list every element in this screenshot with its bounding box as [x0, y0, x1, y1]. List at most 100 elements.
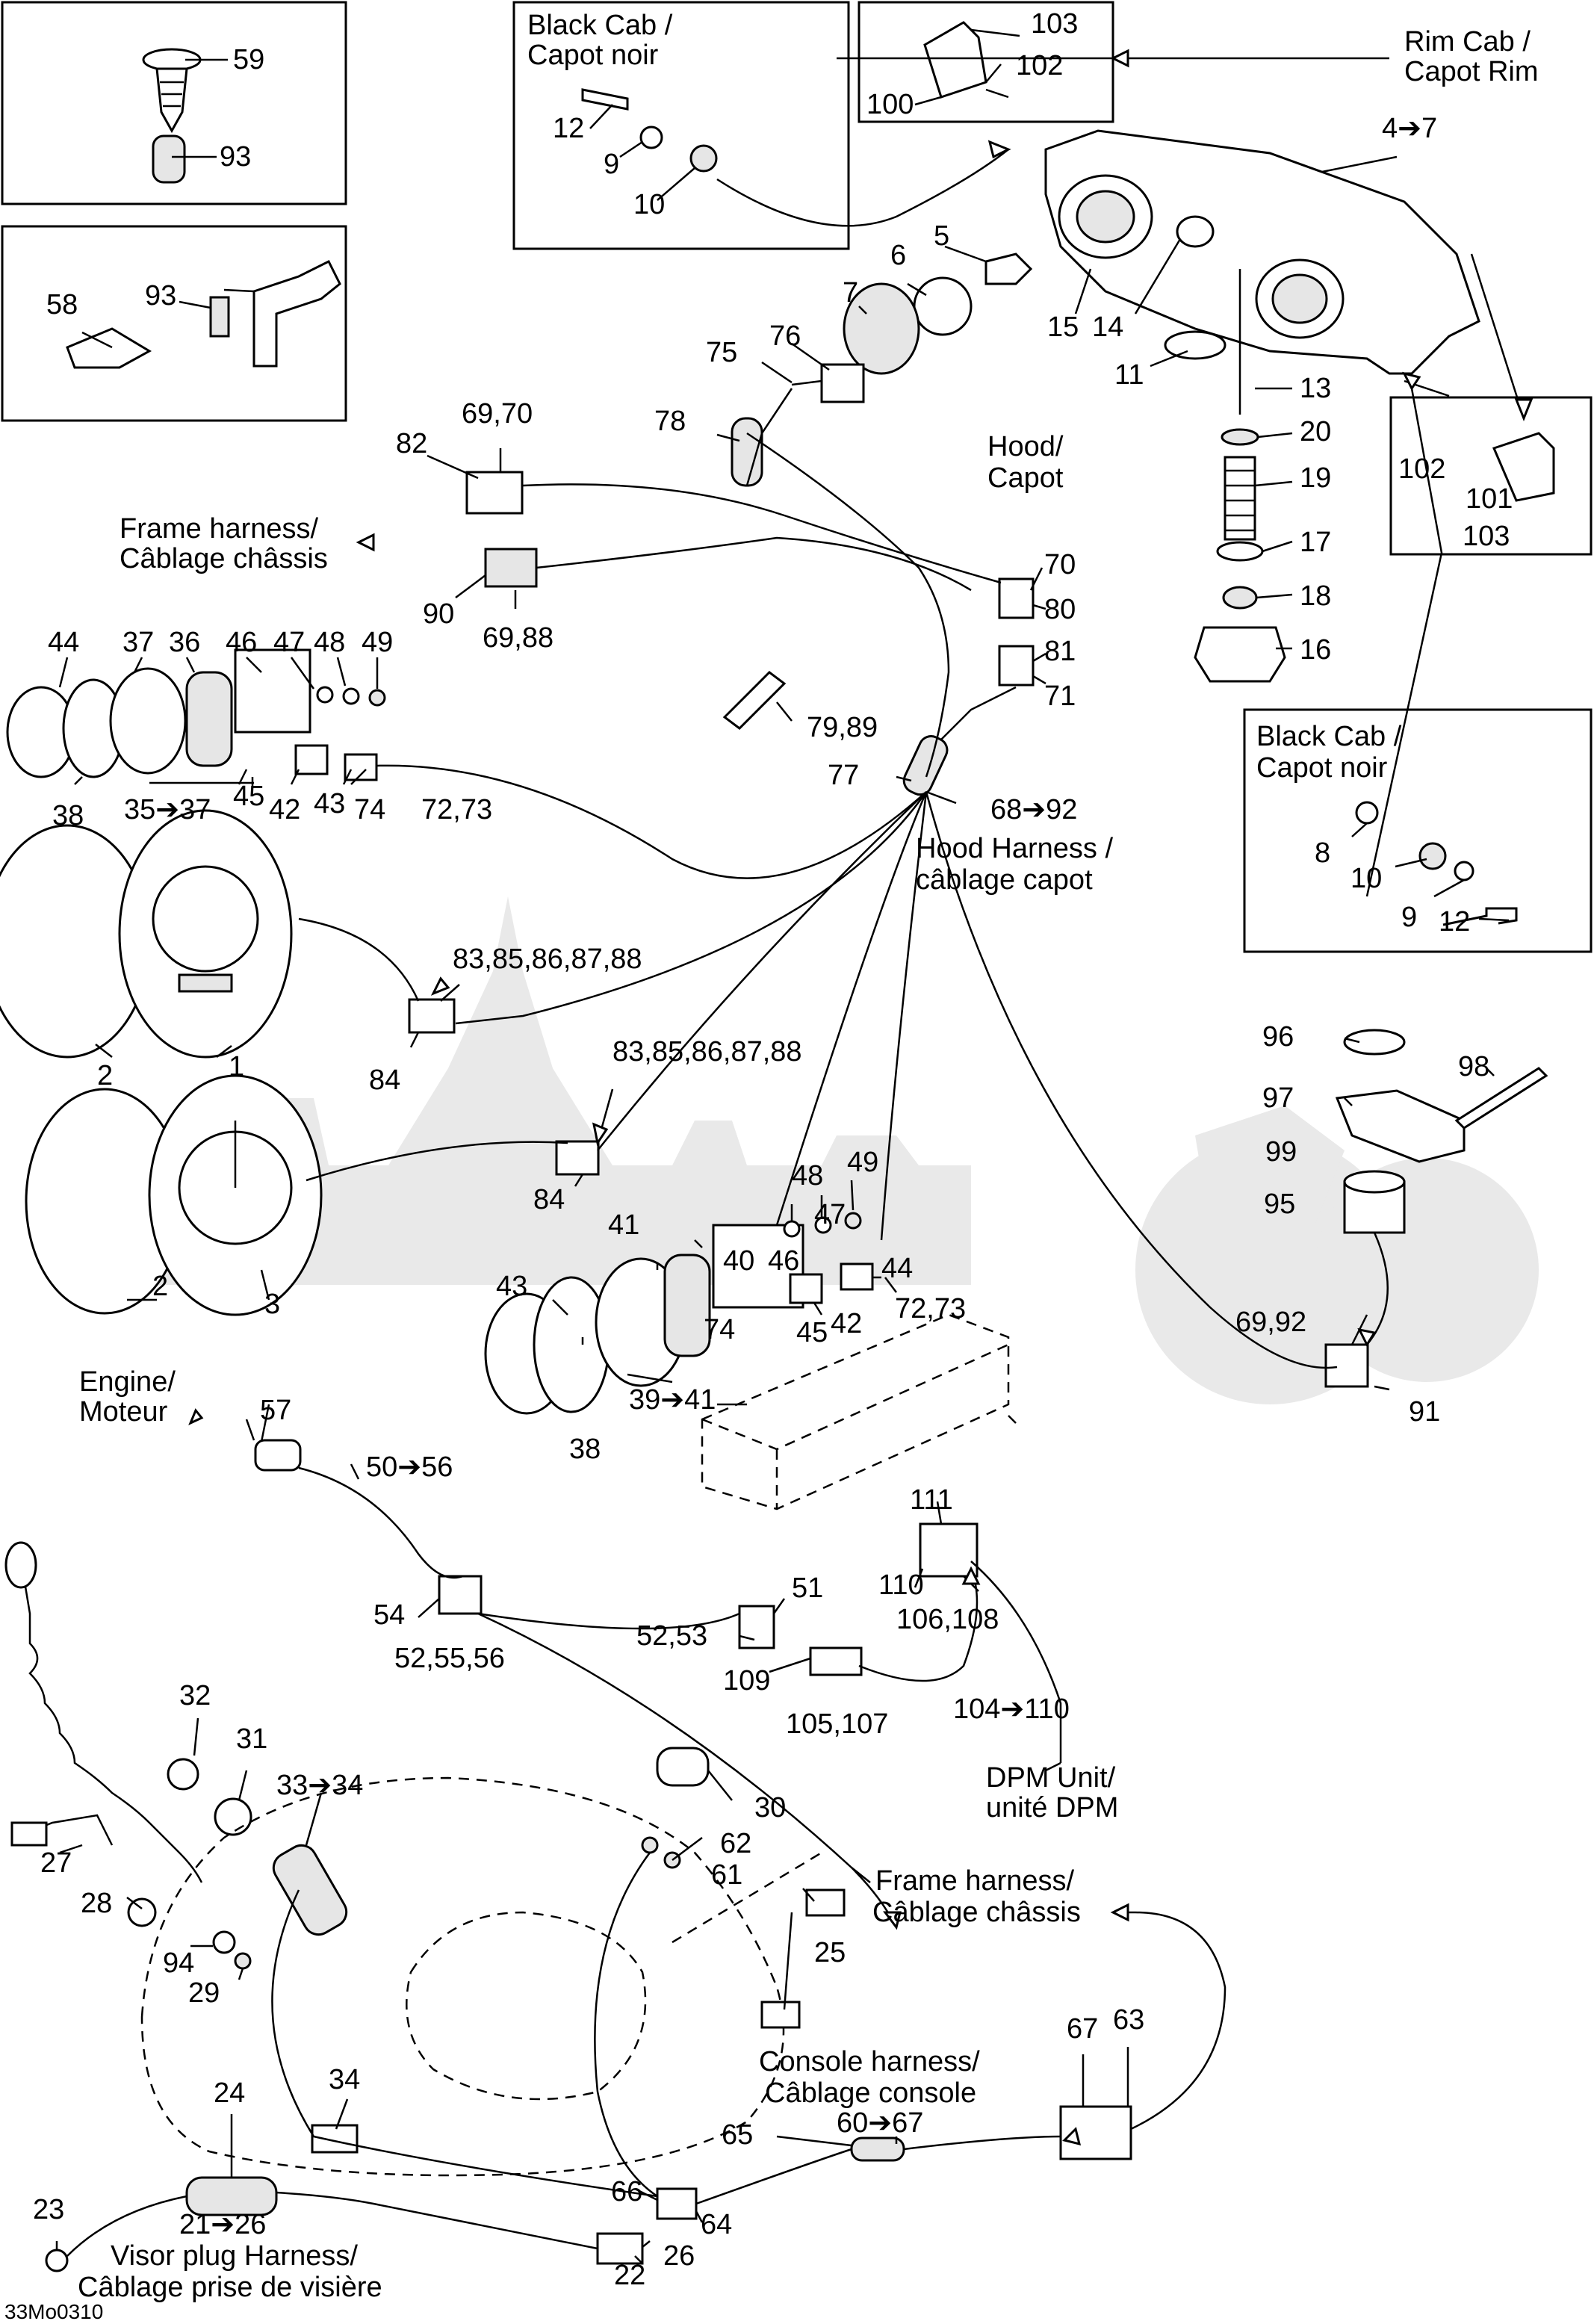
callout-label: 71: [1044, 681, 1076, 712]
clip-part: [209, 296, 230, 338]
washer-20-part: [1221, 428, 1259, 446]
callout-label: 84: [533, 1184, 565, 1215]
caption-hood-line1: Hood/: [987, 431, 1064, 462]
callout-label: 98: [1458, 1051, 1489, 1082]
callout-label: 17: [1300, 527, 1331, 558]
harness-wires: [66, 149, 1389, 2257]
callout-label: 7: [843, 277, 858, 309]
caption-console-harness-line2: Câblage console: [765, 2077, 976, 2109]
detail-box-rim-cab-bracket: [858, 1, 1114, 123]
caption-hood-harness-line1: Hood Harness /: [916, 833, 1113, 864]
callout-label: 30: [754, 1792, 786, 1823]
callout-label: 80: [1044, 594, 1076, 625]
cable-tie-part: [722, 671, 787, 730]
callout-label: 21➔26: [179, 2209, 266, 2240]
callout-label: 4➔7: [1382, 113, 1437, 144]
callout-label: 84: [369, 1065, 400, 1096]
callout-label: 83,85,86,87,88: [453, 943, 642, 975]
caption-frame-harness-bottom-line1: Frame harness/: [875, 1865, 1075, 1897]
callout-label: 24: [214, 2077, 245, 2109]
caption-visor-plug-line1: Visor plug Harness/: [111, 2240, 358, 2272]
callout-label: 42: [831, 1308, 862, 1339]
temp-probe-part: [1454, 1067, 1548, 1130]
detail-box-rim-cab-side: [1389, 396, 1593, 556]
caption-rim-cab-line1: Rim Cab /: [1404, 26, 1531, 58]
callout-label: 15: [1047, 312, 1079, 343]
callout-label: 79,89: [807, 712, 878, 743]
callout-label: 65: [722, 2119, 753, 2151]
caption-black-cab-right-line1: Black Cab /: [1256, 721, 1402, 752]
grommet-18-part: [1222, 586, 1258, 610]
callout-label: 36: [169, 627, 200, 658]
callout-label: 49: [362, 627, 393, 658]
terminal-23-part: [45, 2249, 69, 2272]
callout-label: 96: [1262, 1021, 1294, 1053]
connector-34-part: [311, 2124, 359, 2154]
callout-label: 59: [233, 44, 264, 75]
leader-lines: [55, 28, 1525, 2264]
callout-label: 25: [814, 1937, 846, 1968]
callout-label: 29: [188, 1977, 220, 2009]
callout-label: 31: [236, 1723, 267, 1755]
screw-25-part: [234, 1952, 252, 1970]
callout-label: 83,85,86,87,88: [613, 1036, 802, 1068]
callout-label: 2: [152, 1271, 168, 1302]
connector-54-part: [438, 1575, 483, 1615]
callout-label: 74: [704, 1314, 735, 1345]
callout-label: 102: [1016, 50, 1063, 81]
callout-label: 27: [40, 1847, 72, 1879]
callout-label: 61: [711, 1859, 742, 1891]
callout-label: 43: [496, 1271, 527, 1302]
callout-label: 20: [1300, 416, 1331, 447]
callout-label: 69,92: [1235, 1307, 1306, 1338]
callout-label: 109: [723, 1665, 770, 1696]
callout-label: 48: [792, 1160, 823, 1192]
lanyard-coil: [21, 1568, 203, 1883]
callout-label: 93: [145, 280, 176, 312]
callout-label: 90: [423, 598, 454, 630]
rubber-boot-part: [843, 282, 920, 375]
nut-part: [689, 144, 718, 173]
diagram-code: 33Mo0310: [4, 2300, 103, 2323]
callout-label: 68➔92: [990, 794, 1077, 825]
caption-rim-cab-line2: Capot Rim: [1404, 56, 1539, 87]
detail-box-screw-clip: [1, 1, 347, 205]
connector-82-part: [465, 471, 524, 515]
lower-gauge-assembly: [484, 1212, 874, 1415]
callout-label: 9: [1401, 902, 1417, 933]
callout-label: 105,107: [786, 1708, 888, 1740]
callout-label: 38: [569, 1434, 601, 1465]
callout-label: 9: [604, 149, 619, 180]
caption-black-cab-top-line2: Capot noir: [527, 40, 659, 71]
callout-label: 75: [706, 337, 737, 368]
callout-label: 63: [1113, 2004, 1144, 2036]
callout-label: 58: [46, 289, 78, 320]
connector-22-part: [596, 2232, 644, 2265]
sleeve-77-part: [902, 735, 949, 796]
callout-label: 26: [663, 2240, 695, 2272]
callout-label: 82: [396, 428, 427, 459]
callout-label: 66: [611, 2176, 642, 2207]
callout-label: 69,70: [462, 398, 533, 430]
callout-label: 60➔67: [837, 2107, 923, 2139]
callout-label: 70: [1044, 549, 1076, 580]
callout-label: 51: [792, 1572, 823, 1604]
connector-70-part: [998, 577, 1035, 619]
tether-cap-part: [167, 1758, 199, 1791]
callout-label: 11: [1114, 359, 1144, 391]
callout-label: 102: [1398, 453, 1445, 485]
callout-label: 100: [866, 89, 914, 120]
callout-label: 48: [314, 627, 345, 658]
callout-label: 69,88: [483, 622, 553, 654]
connector-51-part: [738, 1605, 775, 1649]
detail-box-black-cab-top: [512, 1, 850, 250]
bulb-part: [984, 252, 1033, 285]
callout-label: 16: [1300, 634, 1331, 666]
callout-label: 13: [1300, 373, 1331, 404]
spring-part: [1224, 456, 1256, 541]
captions: Black Cab / Capot noir Rim Cab / Capot R…: [4, 10, 1539, 2323]
callout-label: 33➔34: [276, 1770, 363, 1801]
connector-71-part: [998, 645, 1035, 687]
caption-black-cab-top-line1: Black Cab /: [527, 10, 673, 41]
